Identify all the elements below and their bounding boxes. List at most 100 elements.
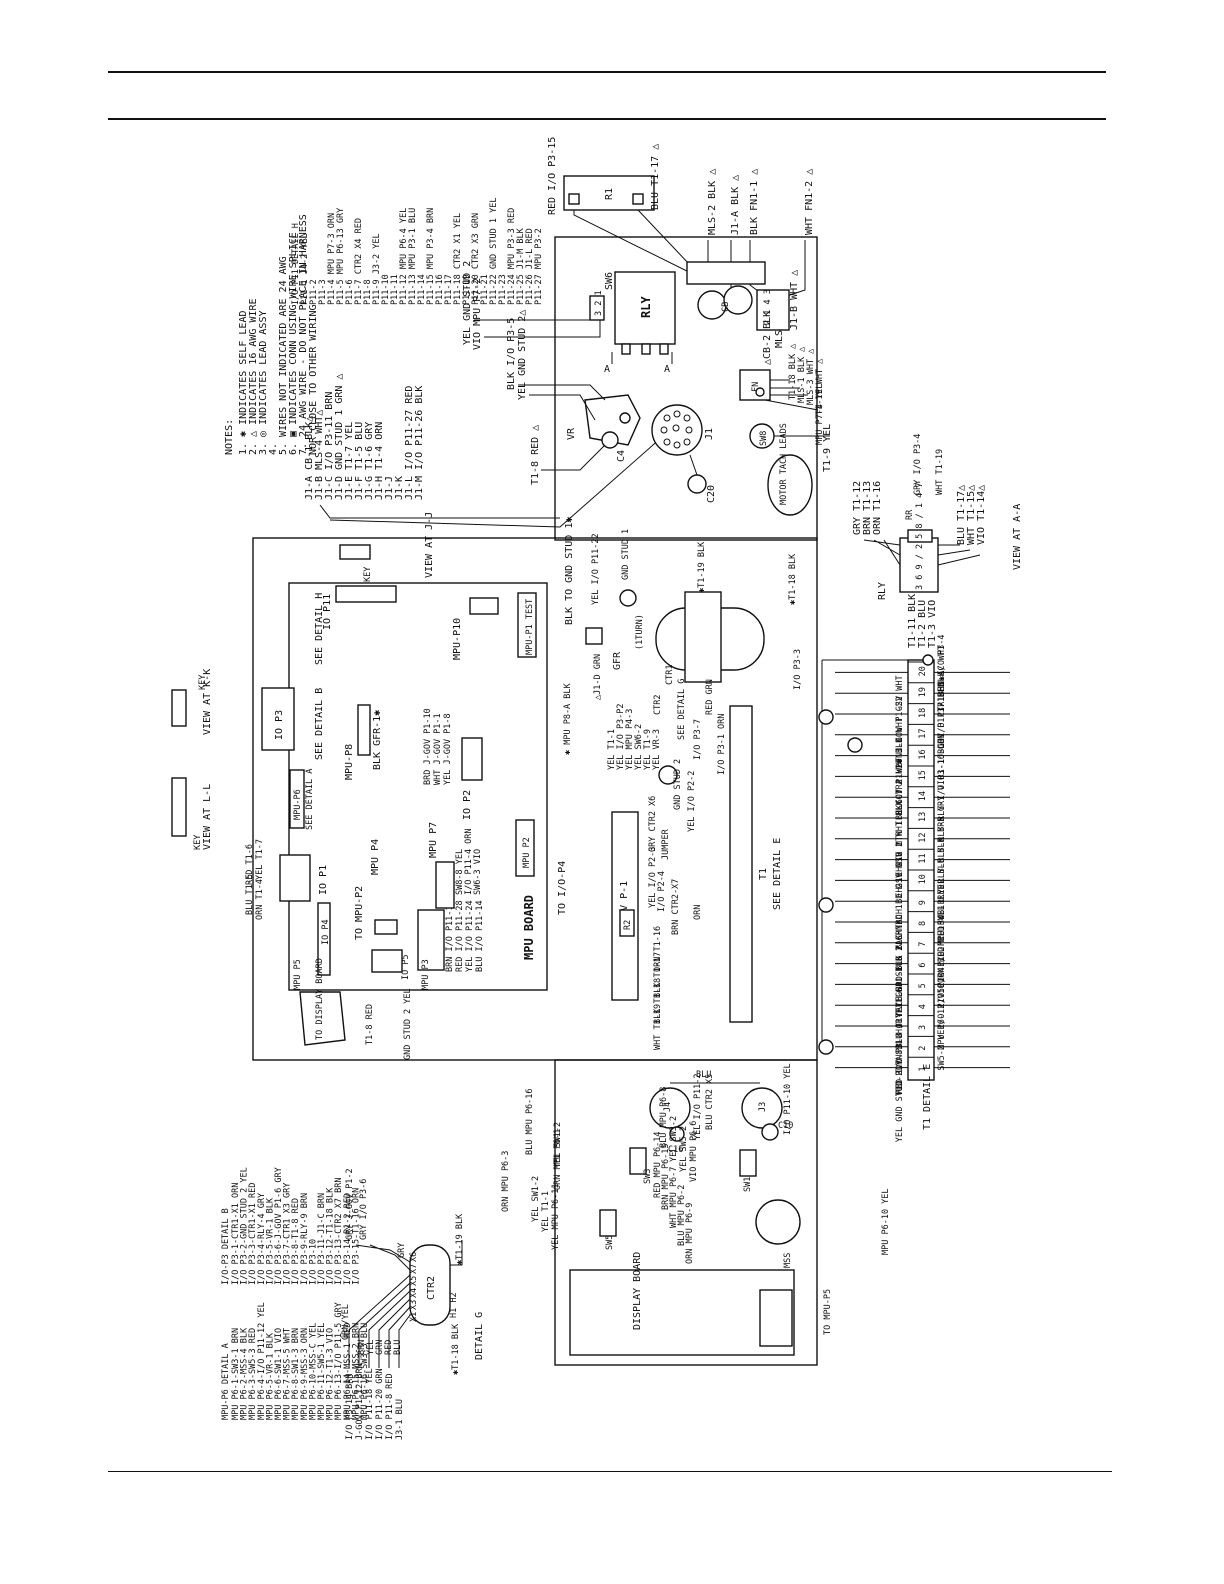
- list-item: J1-D GND STUD 1 GRN △: [334, 374, 345, 500]
- io-p37-label: I/O P3-7: [693, 719, 703, 760]
- io-p5-connector: [371, 949, 403, 973]
- io-p1-wire: BLU T1-5: [245, 874, 255, 915]
- sw5-wire: YEL MPU P6-11: [551, 1183, 561, 1250]
- j1-leader-line: [329, 429, 671, 528]
- gry-ctr2-label: GRY CTR2 X6: [648, 796, 658, 852]
- rly-view-wht: WHT T1-19: [935, 449, 945, 495]
- detail-g-gry: GRY: [397, 1243, 407, 1258]
- r1-pin-2: [568, 193, 580, 205]
- gnd2-wire: YEL SW6-2: [634, 724, 644, 770]
- terminal-left-label: TACH BRD 1 & 2 GRN: [895, 925, 905, 1017]
- sw1-wire: YEL SW3-2: [669, 1116, 679, 1162]
- detail-b-row: I/O P3-15-T1-16 ORN: [351, 1188, 361, 1285]
- rly-view-wires: [863, 539, 981, 566]
- terminal-right-label: I/O P1-2 RED: [937, 926, 947, 987]
- rly-view-right-label: VIO T1-14△: [976, 485, 987, 545]
- c16-label: C16: [668, 1145, 683, 1155]
- section-a-mark: A: [664, 364, 670, 375]
- notes-title: NOTES:: [224, 419, 235, 455]
- detail-b-row: I/O P3-10: [308, 1239, 318, 1285]
- detail-a-row: MPU P6-8-SW1-3 BRN: [291, 1328, 301, 1420]
- terminal-position: 8: [918, 921, 928, 926]
- terminal-position: 3: [918, 1025, 928, 1030]
- rly-view-top-label: GRY T1-12: [852, 481, 863, 535]
- detail-a-row: MPU P6-12-T1-3 VIO: [326, 1328, 336, 1420]
- terminal-left-label: BLK CTR2-H1✱: [895, 759, 905, 820]
- sw6-pins: 3 2 1: [594, 290, 604, 316]
- note-line: 3. ◎ INDICATES LEAD ASSY: [258, 311, 269, 456]
- blu-ctr2-label: BLU CTR2 X5: [705, 1074, 715, 1130]
- mpu-p10-label: MPU-P10: [452, 618, 463, 660]
- lead-ring: [847, 737, 863, 753]
- sw3-label: SW3: [643, 1169, 653, 1184]
- jgov-wire: ORN T1-16: [653, 926, 663, 972]
- jgov-p1-connector: [611, 811, 639, 1001]
- c10-capacitor: [761, 1123, 779, 1141]
- detail-b-row: I/O P3-12-T1-18 BLK: [326, 1187, 336, 1285]
- io-p4-connector: [317, 902, 331, 976]
- ctr2-x-terminal: X3: [409, 1300, 419, 1310]
- list-item: P11-11: [390, 274, 400, 305]
- detail-a-row: MPU P6-9-MSS-3 ORN: [300, 1328, 310, 1420]
- r1-wire-to-cb: [573, 210, 706, 281]
- r1-red-wire: RED I/O P3-15: [547, 137, 558, 215]
- list-item: J1-E T1-7 YEL: [344, 422, 355, 500]
- r2-resistor: [619, 909, 635, 937]
- sw8-label: SW8: [759, 431, 769, 446]
- list-item: P11-22 GND STUD 1 YEL: [489, 198, 499, 305]
- io-p1-label: IO P1: [318, 865, 329, 895]
- c16-capacitor: [669, 1126, 685, 1142]
- mss-switch: [755, 1199, 801, 1245]
- motor-label: MOTOR TACH LEADS: [779, 423, 789, 505]
- mpu-p10-connector: [469, 597, 499, 615]
- detail-a-row: MPU P6-6-SW1-1 VIO: [274, 1328, 284, 1420]
- mpu-p3-wire: BLU I/O P11-14: [475, 900, 485, 972]
- blk-fn1-label: BLK FN1-1 △: [749, 169, 760, 235]
- key-label: KEY: [363, 567, 373, 582]
- detail-a-row: MPU P6-15-MSS-2 BRN: [351, 1323, 361, 1420]
- list-item: J1-F T1-5 BLU: [354, 422, 365, 500]
- detail-g-left-wire: J3-1 BLU: [395, 1399, 405, 1440]
- sw3-wire: YEL SW1-2: [553, 1122, 563, 1168]
- cb2-wire: △CB-2 BLK: [762, 311, 773, 365]
- sw5-wire: YEL T1-1: [541, 1191, 551, 1232]
- detail-g-t118: ✱T1-18 BLK: [451, 1323, 461, 1375]
- list-item: J1-A CB-1 BLK△: [304, 416, 315, 500]
- c4-label: C4: [616, 450, 627, 462]
- terminal-position: 14: [918, 791, 928, 801]
- blk-gnd-label: BLK TO GND STUD 1✱: [564, 517, 575, 625]
- fn-label: FN: [751, 382, 761, 392]
- yel-io-label: YEL I/O P11-22: [591, 533, 601, 605]
- mpu-board-outline: [288, 582, 548, 991]
- view-jj-label: VIEW AT J-J: [424, 512, 435, 578]
- detail-b-row: I/O P3-4-RLY-4 GRY: [257, 1193, 267, 1285]
- mls-switch: [756, 289, 790, 331]
- fn-wire: T1-18 BLK △: [788, 343, 798, 400]
- blu-label: BLU: [696, 1070, 711, 1080]
- list-item: P11-5 MPU P6-13 GRY: [336, 208, 346, 305]
- io-p2-connector: [461, 737, 483, 781]
- terminal-position: 17: [918, 729, 928, 739]
- detail-g-left-wire: I/O P3-14 BRN: [345, 1373, 355, 1440]
- fn-hub: [755, 387, 765, 397]
- sw6-yel-wire: YEL GND STUD 2: [462, 261, 473, 345]
- t118-label: ✱T1-18 BLK: [788, 553, 798, 605]
- note-line: 7. 24 AWG WIRE - DO NOT PLACE IN HARNESS: [298, 214, 309, 455]
- detail-a-row: MPU P6-13-I/O P11-5 GRY: [334, 1302, 344, 1420]
- upper-enclosure-box: [554, 236, 818, 541]
- list-item: P11-25 J1-M BLK: [516, 227, 526, 305]
- detail-g-wires: [355, 1240, 463, 1271]
- vr-wires: [518, 384, 606, 471]
- to-mpu-p2-label: TO MPU-P2: [354, 886, 365, 940]
- lead-ring: [818, 709, 834, 725]
- mpu-p8-label: MPU-P8: [344, 744, 355, 780]
- r2-label: R2: [623, 920, 633, 930]
- sw6-switch: [589, 295, 605, 321]
- io-p2-wire: WHT J-GOV P1-1: [433, 713, 443, 785]
- io-p24-label: I/O P2-4: [657, 871, 667, 912]
- detail-b-row: I/O P3-11-J1-C BRN: [317, 1193, 327, 1285]
- terminal-position: 19: [918, 687, 928, 697]
- mss-wire: WHT MPU P6-7: [669, 1167, 679, 1228]
- detail-g-wire: [378, 1298, 411, 1368]
